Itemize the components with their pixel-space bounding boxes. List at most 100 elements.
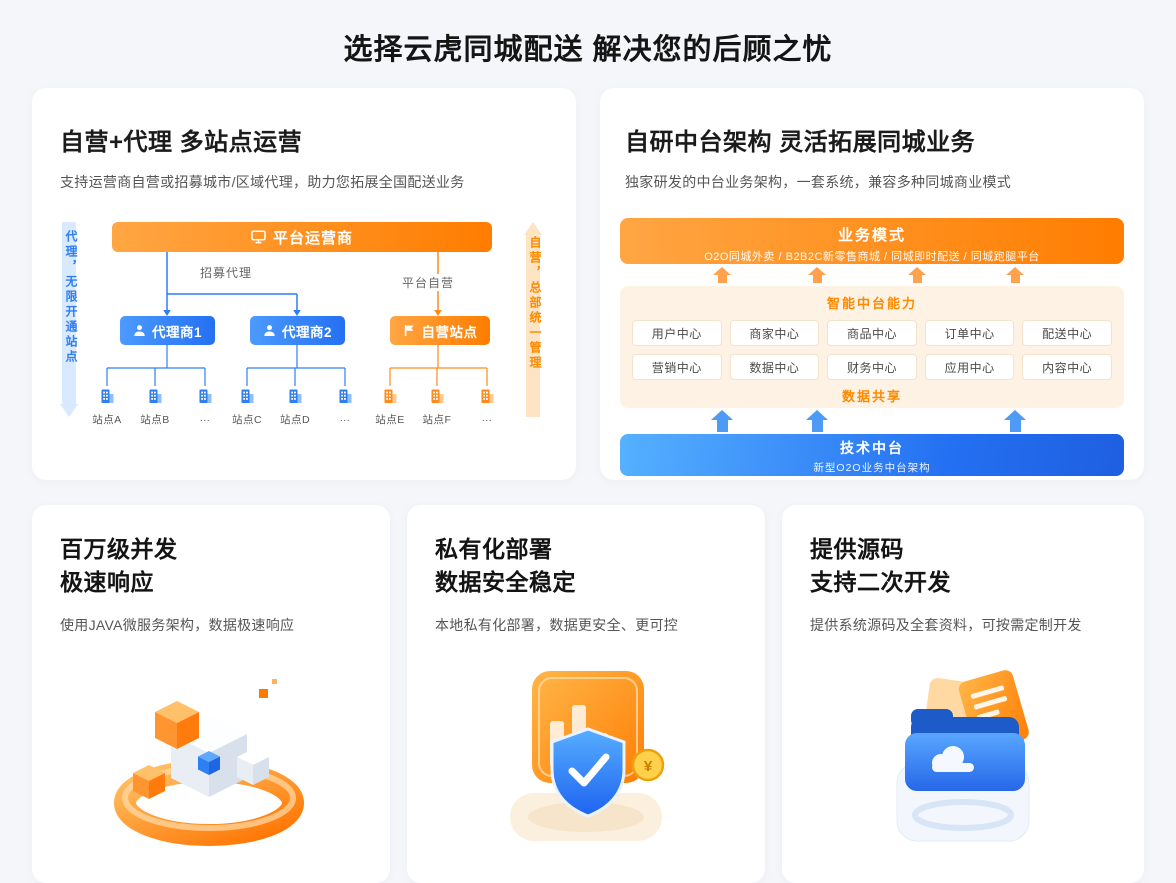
arrow-shaft	[62, 222, 76, 404]
up-arrow-icon	[1006, 267, 1024, 283]
center-box: 财务中心	[827, 354, 917, 380]
shield-graphic: ¥	[510, 671, 665, 842]
card-subtitle: 独家研发的中台业务架构，一套系统，兼容多种同城商业模式	[625, 174, 1012, 190]
org-connectors	[106, 252, 488, 386]
up-arrow-icon	[1004, 410, 1026, 432]
station-label: 站点E	[375, 414, 405, 426]
station-label: 站点B	[140, 414, 170, 426]
center-box: 营销中心	[632, 354, 722, 380]
building-icon	[384, 389, 396, 403]
tech-subtitle: 新型O2O业务中台架构	[813, 462, 931, 474]
folder-illustration	[810, 641, 1116, 859]
station-item: 站点F	[415, 388, 459, 427]
card-title: 自营+代理 多站点运营	[60, 129, 303, 156]
agent2-box: 代理商2	[250, 316, 345, 345]
dashboard-icon	[251, 230, 266, 244]
agent2-label: 代理商2	[281, 324, 332, 340]
up-arrow-icon	[808, 267, 826, 283]
up-arrow-icon	[806, 410, 828, 432]
station-label: ...	[199, 412, 211, 424]
agent1-box: 代理商1	[120, 316, 215, 345]
self-station-box: 自营站点	[390, 316, 490, 345]
card-subtitle: 支持运营商自营或招募城市/区域代理，助力您拓展全国配送业务	[60, 174, 465, 190]
arrow-tip	[60, 404, 78, 417]
building-icon	[199, 389, 211, 403]
agent1-label: 代理商1	[151, 324, 202, 340]
data-share-title: 数据共享	[841, 389, 902, 404]
center-box: 配送中心	[1022, 320, 1112, 346]
station-label: 站点C	[231, 414, 263, 426]
card-concurrency: 百万级并发 极速响应 使用JAVA微服务架构，数据极速响应	[32, 505, 390, 883]
cubes-graphic	[114, 679, 304, 847]
card-title-line2: 支持二次开发	[810, 568, 951, 595]
card-private-deploy: 私有化部署 数据安全稳定 本地私有化部署，数据更安全、更可控 ¥	[407, 505, 765, 883]
self-axis-up-arrow-icon: 自营，总部统一管理	[524, 222, 542, 420]
station-item: 站点E	[368, 388, 412, 427]
station-label: 站点F	[422, 414, 452, 426]
up-arrow-icon	[711, 410, 733, 432]
station-item: 站点A	[85, 388, 129, 427]
page-title: 选择云虎同城配送 解决您的后顾之忧	[343, 34, 833, 66]
tech-title: 技术中台	[840, 440, 904, 456]
station-label: 站点D	[279, 414, 311, 426]
building-icon	[431, 389, 443, 403]
card-title-line2: 极速响应	[60, 568, 154, 595]
building-icon	[339, 389, 351, 403]
orange-arrows-row	[620, 267, 1124, 283]
card-platform-architecture: 自研中台架构 灵活拓展同城业务 独家研发的中台业务架构，一套系统，兼容多种同城商…	[600, 88, 1144, 480]
business-mode-bar: 业务模式 O2O同城外卖 / B2B2C新零售商城 / 同城即时配送 / 同城跑…	[620, 218, 1124, 264]
person-icon	[264, 325, 275, 336]
tech-platform-bar: 技术中台 新型O2O业务中台架构	[620, 434, 1124, 476]
multi-site-diagram: 代理，无限开通站点 自营，总部统一管理 平台运营商 招募代理 平台自营 代理商1	[60, 220, 548, 438]
blue-arrows-row	[620, 410, 1124, 432]
card-title-line1: 百万级并发	[60, 536, 178, 562]
svg-text:¥: ¥	[644, 758, 653, 775]
station-item: 站点C	[225, 388, 269, 427]
station-item: 站点B	[133, 388, 177, 427]
center-box: 用户中心	[632, 320, 722, 346]
card-subtitle: 本地私有化部署，数据更安全、更可控	[435, 617, 679, 634]
center-box: 订单中心	[924, 320, 1015, 346]
agent-axis-down-arrow-icon: 代理，无限开通站点	[60, 222, 78, 420]
card-source-code: 提供源码 支持二次开发 提供系统源码及全套资料，可按需定制开发	[782, 505, 1144, 883]
self-station-label: 自营站点	[421, 324, 478, 340]
building-icon	[101, 389, 113, 403]
station-label: 站点A	[92, 414, 122, 426]
center-box: 商品中心	[827, 320, 917, 346]
card-title: 私有化部署 数据安全稳定	[435, 533, 737, 598]
building-icon	[289, 389, 301, 403]
center-box: 商家中心	[729, 320, 820, 346]
card-title-line1: 私有化部署	[435, 536, 553, 562]
building-icon	[481, 389, 493, 403]
platform-architecture-diagram: 业务模式 O2O同城外卖 / B2B2C新零售商城 / 同城即时配送 / 同城跑…	[620, 218, 1124, 476]
platform-self-label: 平台自营	[398, 274, 459, 291]
card-multi-site: 自营+代理 多站点运营 支持运营商自营或招募城市/区域代理，助力您拓展全国配送业…	[32, 88, 576, 480]
card-title: 百万级并发 极速响应	[60, 533, 362, 598]
card-title: 自研中台架构 灵活拓展同城业务	[625, 129, 976, 156]
card-subtitle: 提供系统源码及全套资料，可按需定制开发	[810, 617, 1082, 634]
folder-graphic	[896, 670, 1030, 842]
card-title: 提供源码 支持二次开发	[810, 533, 1116, 598]
middle-capability-panel: 智能中台能力 用户中心 商家中心 商品中心 订单中心 配送中心 营销中心 数据中…	[620, 286, 1124, 408]
self-axis-label: 自营，总部统一管理	[528, 236, 542, 371]
card-title-line2: 数据安全稳定	[435, 568, 576, 595]
station-item: ...	[465, 388, 509, 424]
arrow-tip	[524, 222, 542, 235]
up-arrow-icon	[908, 267, 926, 283]
center-box: 应用中心	[924, 354, 1015, 380]
business-mode-title: 业务模式	[837, 227, 906, 244]
card-title-line1: 提供源码	[810, 536, 904, 562]
station-item: ...	[183, 388, 227, 424]
business-mode-subtitle: O2O同城外卖 / B2B2C新零售商城 / 同城即时配送 / 同城跑腿平台	[704, 251, 1040, 263]
shield-illustration: ¥	[435, 641, 737, 859]
person-icon	[134, 325, 145, 336]
station-item: ...	[323, 388, 367, 424]
center-box: 内容中心	[1022, 354, 1112, 380]
station-item: 站点D	[273, 388, 317, 427]
cubes-illustration	[60, 641, 362, 859]
agent-axis-label: 代理，无限开通站点	[64, 230, 78, 365]
center-row: 营销中心 数据中心 财务中心 应用中心 内容中心	[632, 354, 1112, 380]
station-label: ...	[339, 412, 351, 424]
platform-operator-bar: 平台运营商	[112, 222, 492, 252]
building-icon	[241, 389, 253, 403]
